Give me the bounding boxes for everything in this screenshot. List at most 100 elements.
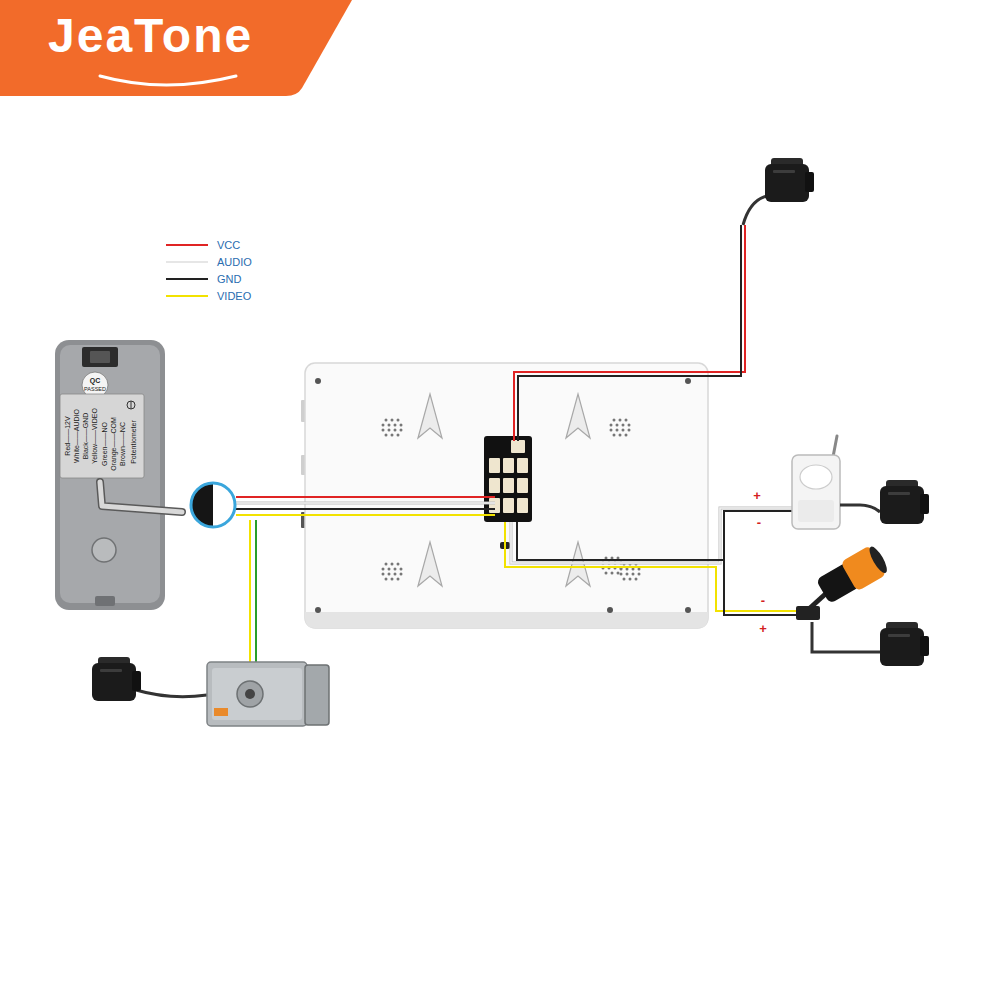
indoor-monitor [418,394,442,438]
polarity-sign: + [753,489,761,502]
doorbell-wires [255,520,257,662]
indoor-monitor [418,542,442,586]
doorbell-wires [236,502,495,505]
pir-sensor [833,436,837,457]
polarity-sign: - [761,594,765,607]
cable-highlight [191,483,235,527]
electric-lock [136,690,207,697]
legend-swatch [166,244,208,246]
wire-color-note: Brown——NC [119,422,126,466]
indoor-monitor [566,394,590,438]
doorbell-wires [249,520,251,662]
doorbell-unit [92,538,116,562]
polarity-sign: + [759,622,767,635]
indoor-monitor [305,612,708,628]
accessory-wires [505,508,800,615]
connector-panel [489,458,500,473]
brand-logo: JeaTone [48,12,253,60]
doorbell-wires [236,496,495,498]
indoor-monitor [382,563,403,581]
doorbell-unit [90,351,110,363]
pir-sensor [800,465,832,489]
indoor-monitor [685,607,691,613]
accessory-wires [517,511,792,560]
security-camera [812,622,880,652]
wiring-illustration [765,158,814,202]
pir-sensor [792,455,840,529]
connector-panel [503,498,514,513]
wiring-illustration [880,480,929,524]
cable-highlight [191,483,235,527]
pir-sensor [792,436,880,529]
connector-panel [489,478,500,493]
wire-color-note: Yellow——VIDEO [91,408,98,464]
wiring-illustration [92,657,141,701]
accessory-wires [511,508,792,563]
wire-color-note: Orange——COM [110,417,117,471]
electric-lock [245,689,255,699]
connector-panel [503,478,514,493]
brand-banner [0,0,352,96]
qc-mark: PASSED [84,387,106,393]
wire-color-note: White——AUDIO [73,409,80,463]
connector-panel [517,458,528,473]
legend-swatch [166,261,208,263]
accessory-wires [511,508,792,563]
connector-panel [517,498,528,513]
wire-color-note: Black——GND [82,413,89,460]
connector-panel [503,458,514,473]
security-camera [814,543,891,607]
connector-panel [517,478,528,493]
doorbell-unit [100,482,182,512]
security-camera [796,543,891,652]
legend-swatch [166,295,208,297]
indoor-monitor [315,378,321,384]
part-note: Potentiometer [130,420,137,464]
pir-sensor [798,500,834,522]
indoor-monitor [607,607,613,613]
polarity-sign: - [757,516,761,529]
doorbell-unit [55,340,165,610]
accessory-wires [724,560,800,615]
electric-lock [214,708,228,716]
electric-lock [305,665,329,725]
wire-color-note: Green——NO [101,422,108,466]
indoor-monitor [620,563,641,581]
doorbell-unit [60,345,160,603]
cable-highlight [191,483,213,527]
wiring-illustration [880,622,929,666]
doorbell-wires [236,514,495,516]
monitor-power-wire [518,225,741,441]
indoor-monitor [301,363,708,628]
qc-mark: QC [90,377,101,384]
legend-label: VIDEO [217,291,251,302]
connector-panel [489,498,500,513]
indoor-monitor [382,419,403,437]
security-camera [866,544,890,575]
electric-lock [207,662,307,726]
doorbell-wires [236,508,495,510]
doorbell-unit [127,401,135,409]
electric-lock [212,668,302,720]
wire-color-note: Red——12V [64,416,71,455]
legend-label: GND [217,274,241,285]
accessory-wires [505,522,800,611]
monitor-power-wire [743,196,767,225]
connector-panel [511,440,525,453]
indoor-monitor [315,607,321,613]
monitor-power-wire [514,196,767,441]
doorbell-wires [236,502,495,504]
monitor-power-wire [514,225,745,441]
doorbell-unit [131,401,132,409]
brand-banner [100,76,236,85]
indoor-monitor [305,363,708,628]
security-camera [796,606,820,620]
indoor-monitor [610,419,631,437]
brand-banner [0,0,352,96]
electric-lock [136,662,329,726]
doorbell-unit [82,347,118,367]
doorbell-unit [100,482,182,512]
